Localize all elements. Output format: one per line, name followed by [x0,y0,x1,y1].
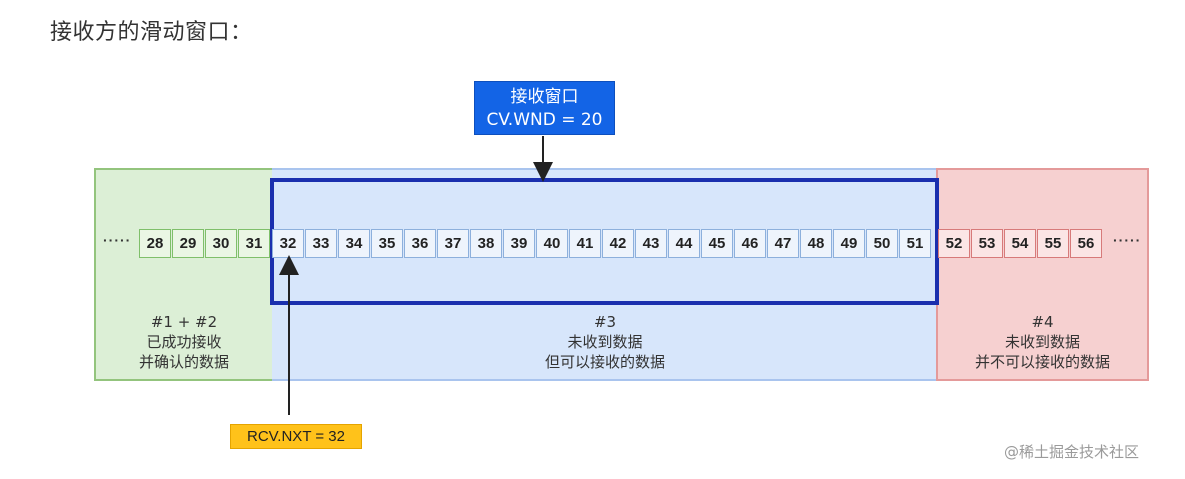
right-ellipsis: ····· [1113,232,1142,248]
seq-cell-window: 39 [503,229,535,258]
zone-desc-line2: 但可以接收的数据 [544,353,665,371]
seq-cell-window: 32 [272,229,304,258]
page-heading: 接收方的滑动窗口： [50,20,253,45]
zone-tag: #1 + #2 [150,313,218,331]
seq-cell-window: 37 [437,229,469,258]
zone-tag: #4 [1031,313,1054,331]
zone-desc-line2: 并确认的数据 [138,353,229,371]
receivable-zone-label: #3 未收到数据 但可以接收的数据 [272,312,938,372]
seq-cell-window: 41 [569,229,601,258]
zone-desc-line2: 并不可以接收的数据 [974,353,1110,371]
seq-cell-blocked: 53 [971,229,1003,258]
seq-cell-window: 40 [536,229,568,258]
seq-cell-window: 33 [305,229,337,258]
seq-cell-window: 48 [800,229,832,258]
receive-window-title: 接收窗口 [510,87,579,107]
seq-cell-window: 35 [371,229,403,258]
seq-cell-received: 29 [172,229,204,258]
seq-cell-blocked: 56 [1070,229,1102,258]
seq-cell-received: 28 [139,229,171,258]
seq-cell-blocked: 52 [938,229,970,258]
unreceivable-zone-label: #4 未收到数据 并不可以接收的数据 [938,312,1147,372]
receive-window-size: CV.WND = 20 [486,110,603,130]
seq-cell-window: 36 [404,229,436,258]
receivable-zone [272,168,938,381]
unreceivable-zone [936,168,1149,381]
seq-cell-window: 44 [668,229,700,258]
received-zone-label: #1 + #2 已成功接收 并确认的数据 [96,312,272,372]
left-ellipsis: ····· [103,232,132,248]
seq-cell-received: 31 [238,229,270,258]
zone-desc-line1: 未收到数据 [567,333,643,351]
seq-cell-window: 51 [899,229,931,258]
seq-cell-window: 50 [866,229,898,258]
rcv-nxt-callout: RCV.NXT = 32 [230,424,362,449]
seq-cell-received: 30 [205,229,237,258]
seq-cell-window: 34 [338,229,370,258]
zone-tag: #3 [593,313,617,331]
seq-cell-window: 43 [635,229,667,258]
seq-cell-window: 49 [833,229,865,258]
zone-desc-line1: 已成功接收 [146,333,222,351]
seq-cell-blocked: 55 [1037,229,1069,258]
seq-cell-blocked: 54 [1004,229,1036,258]
seq-cell-window: 47 [767,229,799,258]
seq-cell-window: 42 [602,229,634,258]
watermark: @稀土掘金技术社区 [1004,443,1140,461]
seq-cell-window: 38 [470,229,502,258]
received-zone [94,168,274,381]
seq-cell-window: 46 [734,229,766,258]
receive-window-callout: 接收窗口 CV.WND = 20 [474,81,615,135]
seq-cell-window: 45 [701,229,733,258]
zone-desc-line1: 未收到数据 [1004,333,1080,351]
